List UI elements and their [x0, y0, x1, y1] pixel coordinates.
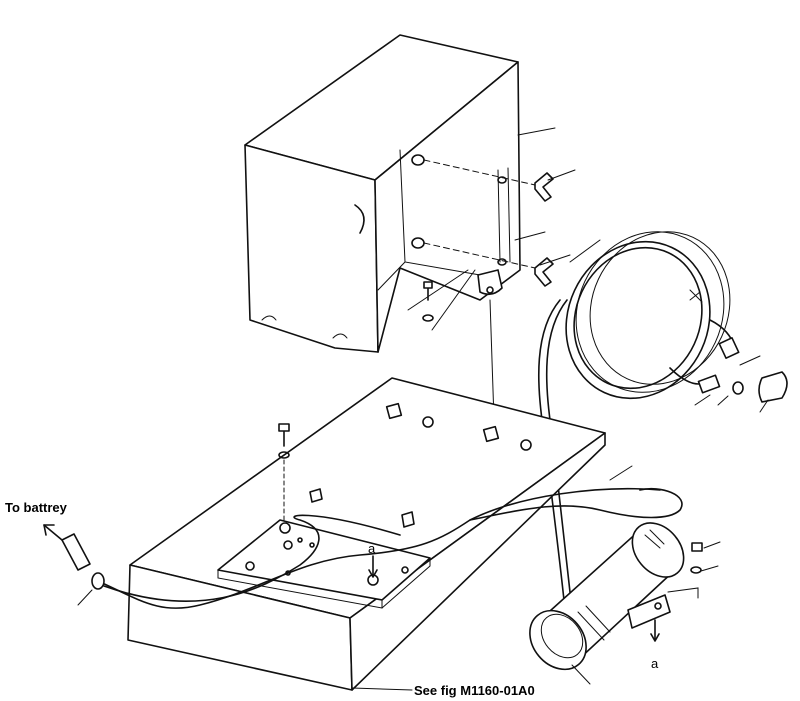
clamp-bracket: a: [627, 541, 721, 671]
cylinder-housing: [529, 522, 685, 671]
wing-nut-upper: [534, 172, 554, 202]
callout-leaders-upper: [407, 127, 601, 331]
callout-a-top-label: a: [368, 541, 376, 556]
bolt-upper: [422, 281, 434, 322]
wing-nut-lower: [534, 257, 554, 287]
bolt-tray: [278, 423, 290, 521]
see-fig-callout: See fig M1160-01A0: [351, 664, 591, 698]
battery-cable: To battrey: [5, 465, 683, 609]
housing-cover: [244, 34, 536, 353]
battery-label: To battrey: [5, 500, 68, 515]
callout-a-top: a: [368, 541, 378, 578]
mount-bracket: [477, 269, 503, 421]
see-fig-label: See fig M1160-01A0: [414, 683, 535, 698]
sealed-beam-lamp: [565, 231, 788, 413]
callout-a-bottom-label: a: [651, 656, 659, 671]
